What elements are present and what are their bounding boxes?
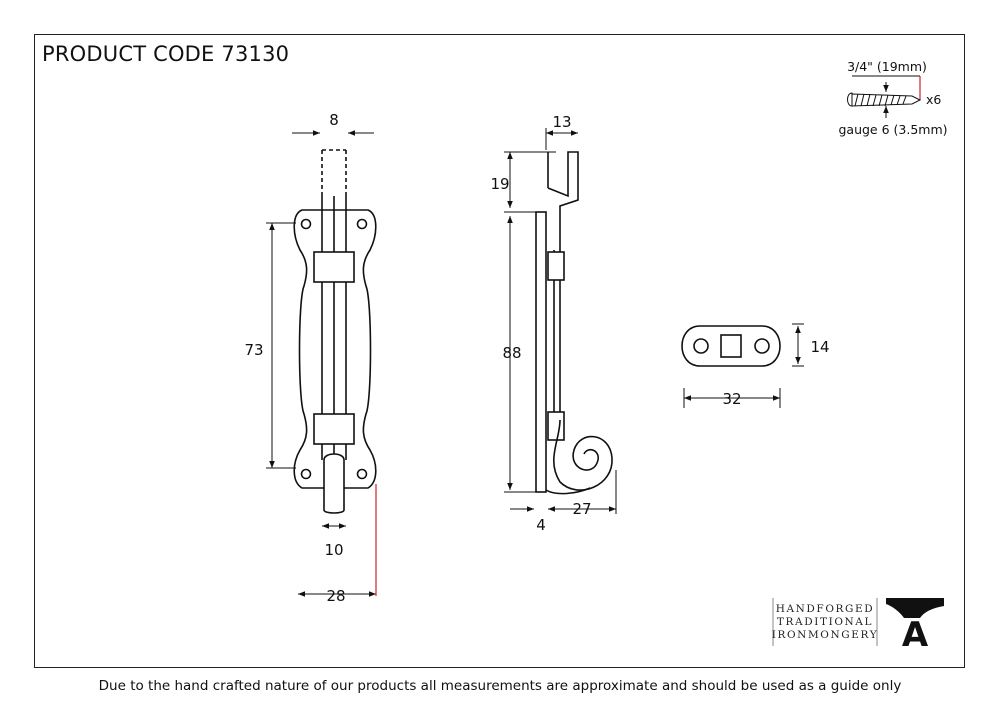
screw-gauge: gauge 6 (3.5mm) <box>838 122 947 137</box>
keep-plate <box>681 325 781 367</box>
dim-side-base: 4 <box>536 516 546 534</box>
dim-overall-width: 28 <box>326 587 345 605</box>
dim-keep-width: 32 <box>722 390 741 408</box>
dim-keep-height: 14 <box>810 338 829 356</box>
monkey-tail-curl <box>552 419 613 491</box>
keep-dimensions <box>683 323 804 408</box>
screw-hole <box>356 468 368 480</box>
screw-hole <box>356 218 368 230</box>
bolt-handle <box>323 453 345 514</box>
screw-length: 3/4" (19mm) <box>847 59 927 74</box>
side-dimensions <box>504 128 617 514</box>
dim-side-height: 88 <box>502 344 521 362</box>
dim-handle-width: 10 <box>324 541 343 559</box>
side-lower-staple <box>547 411 565 441</box>
side-plate <box>535 211 547 493</box>
footer-disclaimer: Due to the hand crafted nature of our pr… <box>98 678 902 694</box>
upper-staple <box>313 251 355 283</box>
side-view <box>535 151 613 495</box>
brand-logo-letter: A <box>902 615 929 655</box>
screw-hole <box>300 218 312 230</box>
product-code-title: PRODUCT CODE 73130 <box>42 42 290 66</box>
dim-side-depth: 27 <box>572 500 591 518</box>
screw-hole <box>300 468 312 480</box>
lower-staple <box>313 413 355 445</box>
brand-line-2: TRADITIONAL <box>777 616 873 628</box>
dim-bolt-width: 8 <box>329 111 339 129</box>
side-upper-staple <box>547 251 565 281</box>
dim-top-offset: 19 <box>490 175 509 193</box>
dim-side-top: 13 <box>552 113 571 131</box>
brand-line-1: HANDFORGED <box>776 603 875 615</box>
bolt-tip <box>547 151 579 250</box>
brand-line-3: IRONMONGERY <box>772 629 879 641</box>
screw-illustration <box>847 75 922 118</box>
anvil-logo-icon <box>886 598 944 618</box>
back-plate-outline <box>293 209 377 489</box>
screw-quantity: x6 <box>926 92 941 107</box>
front-view <box>293 149 377 514</box>
brand-block: HANDFORGED TRADITIONAL IRONMONGERY A <box>772 598 944 655</box>
dim-height: 73 <box>244 341 263 359</box>
drawing-frame <box>34 34 965 668</box>
front-dimensions <box>266 130 377 597</box>
